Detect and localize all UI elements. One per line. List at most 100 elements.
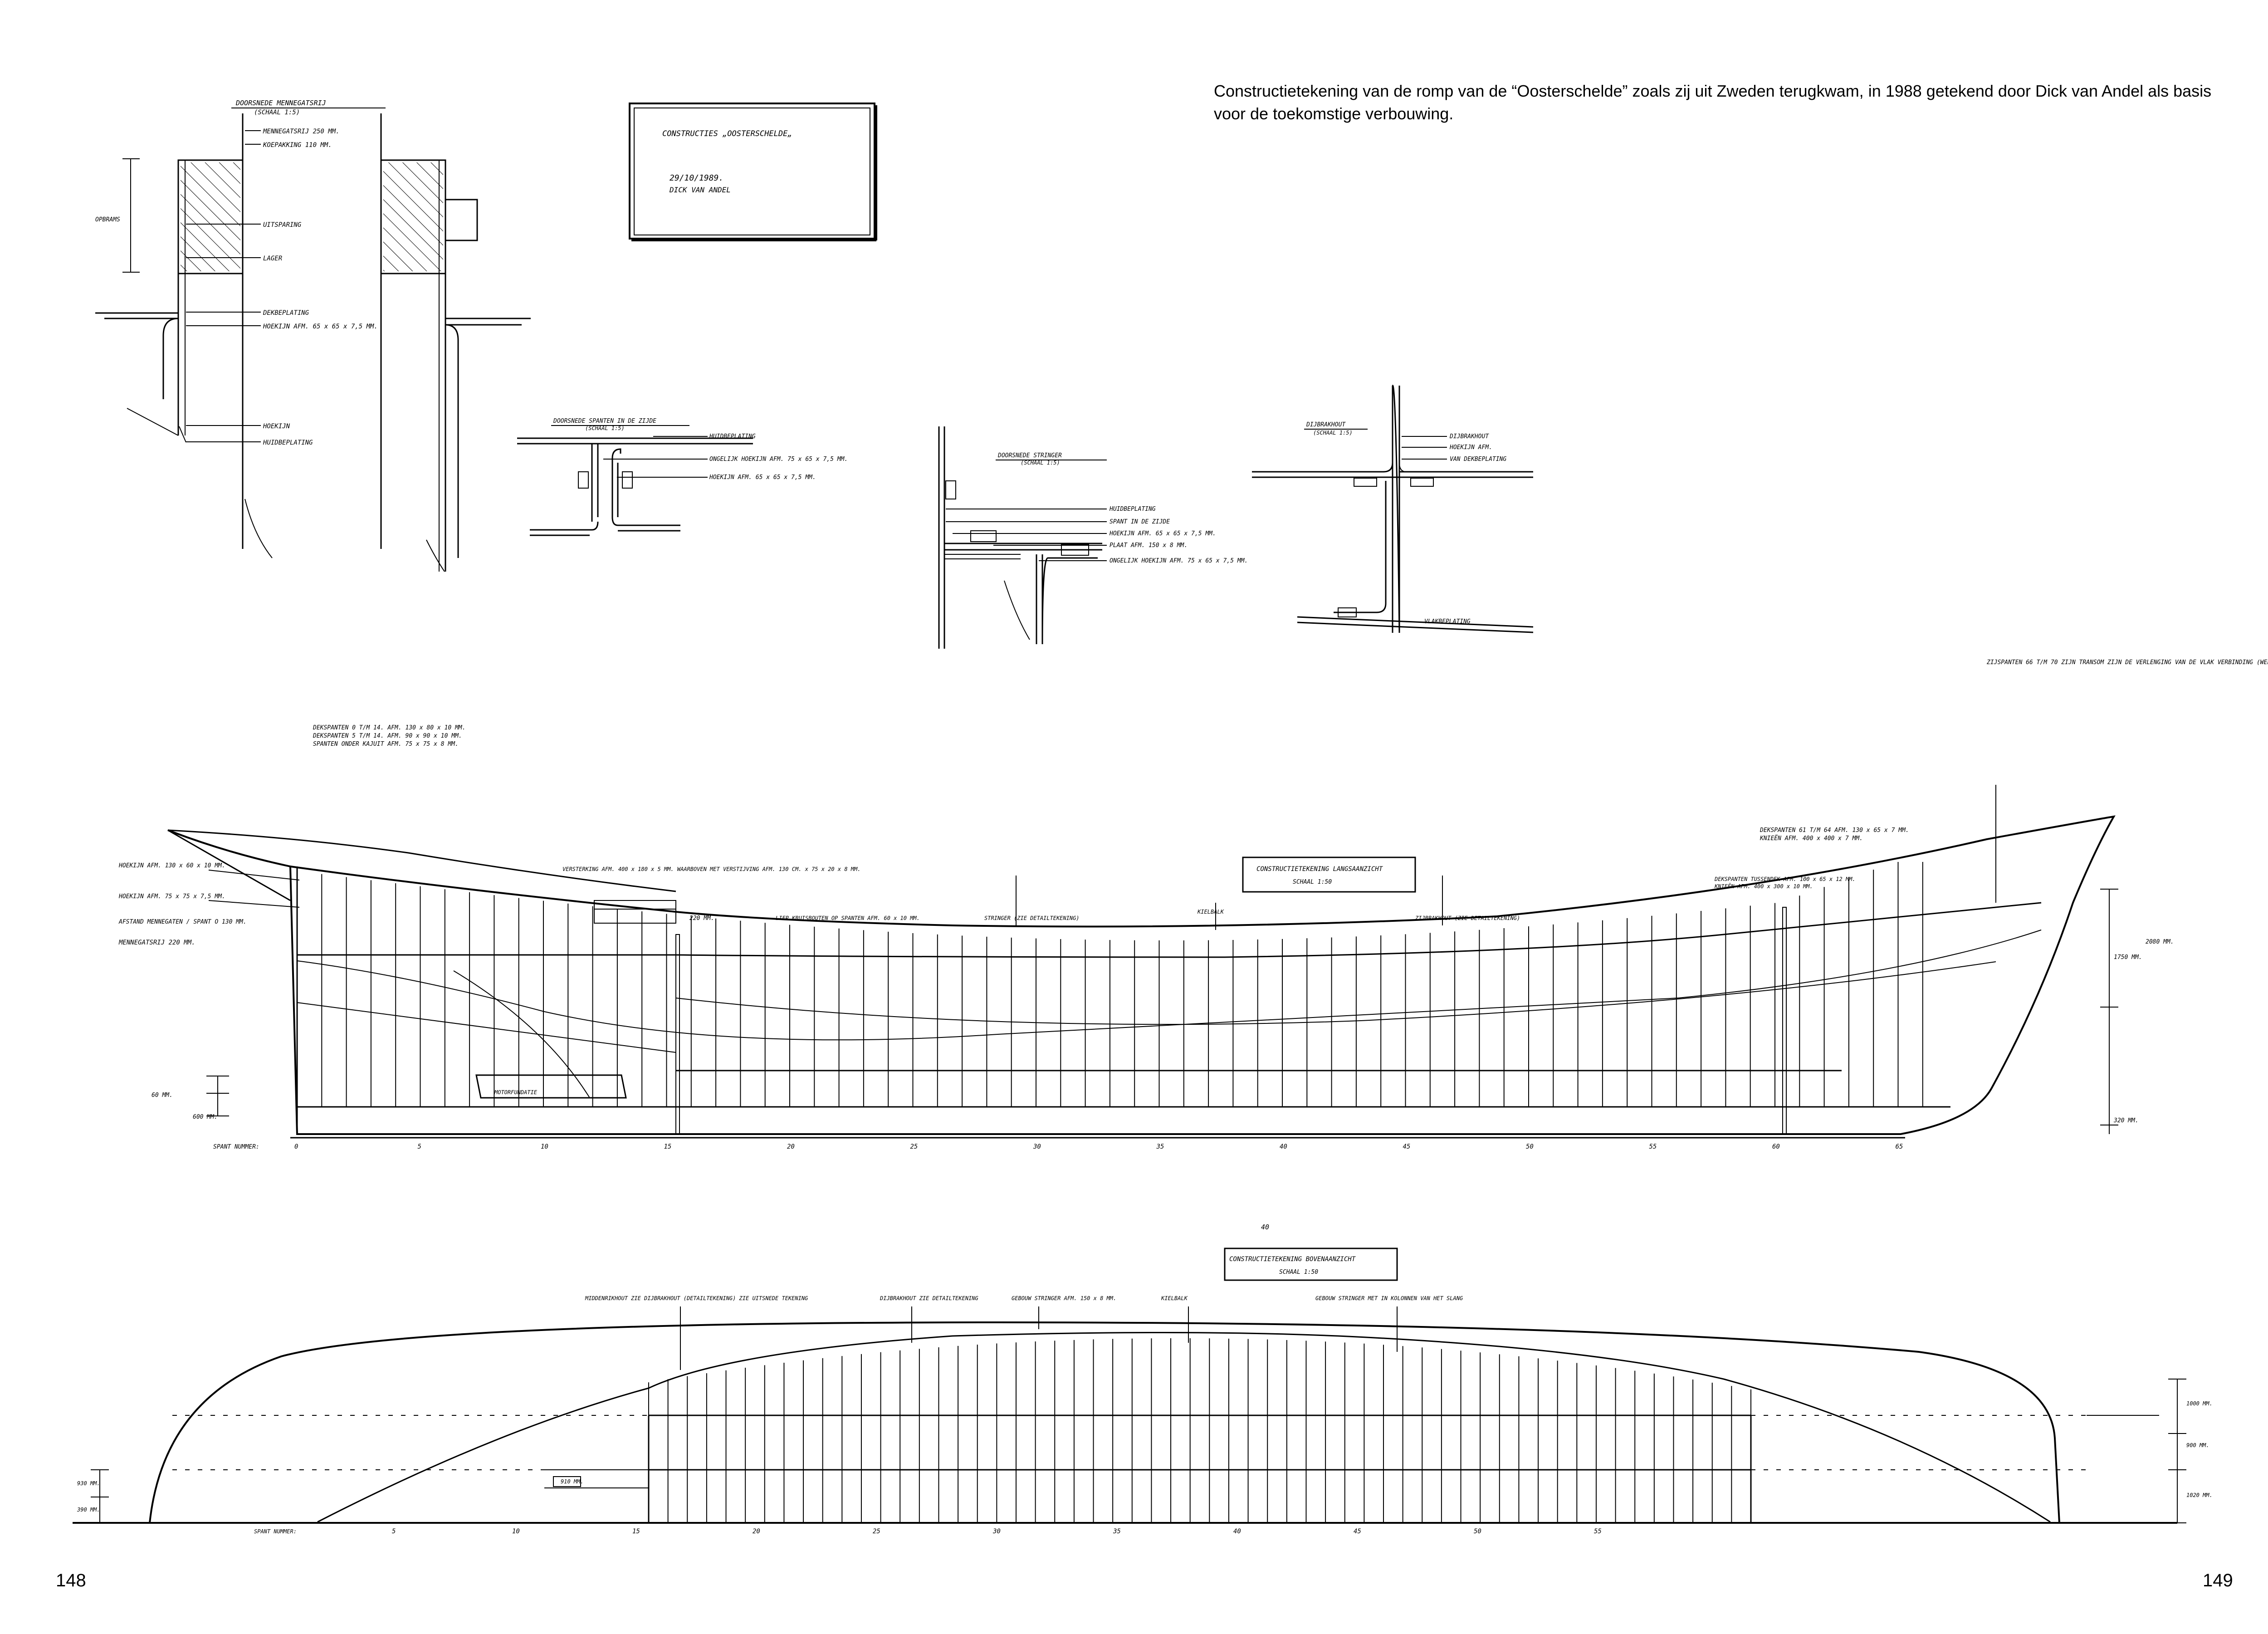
side-frame-number: 60 [1772, 1143, 1780, 1150]
top-frames [648, 1338, 1751, 1523]
top-frame-number: 15 [632, 1528, 640, 1535]
top-dim-right-2: 900 MM. [2186, 1442, 2209, 1448]
detail3-label-ongelijk: ONGELIJK HOEKIJN AFM. 75 x 65 x 7,5 MM. [1110, 558, 1248, 564]
side-label-kielbalk: KIELBALK [1197, 909, 1224, 915]
detail3-title: DOORSNEDE STRINGER [997, 452, 1062, 459]
side-frame-number: 20 [787, 1143, 795, 1150]
detail4-label-dijbrakhout: DIJBRAKHOUT [1449, 433, 1489, 440]
detail1-label-huidbeplating: HUIDBEPLATING [263, 439, 313, 446]
top-frame-number: 45 [1354, 1528, 1361, 1535]
detail1-label-hoekijn-afm: HOEKIJN AFM. 65 x 65 x 7,5 MM. [263, 323, 378, 330]
side-frame-number: 65 [1896, 1143, 1903, 1150]
side-frame-number: 35 [1156, 1143, 1164, 1150]
top-view-mark: 40 [1261, 1223, 1269, 1231]
detail4-label-dekbeplating: VAN DEKBEPLATING [1450, 456, 1506, 463]
title-block-date: 29/10/1989. [670, 173, 723, 183]
side-frame-label: SPANT NUMMER: [213, 1144, 259, 1150]
side-frame-number: 25 [910, 1143, 918, 1150]
page-number-right: 149 [2203, 1570, 2233, 1590]
top-frame-number: 55 [1594, 1528, 1602, 1535]
side-frame-number: 45 [1403, 1143, 1411, 1150]
detail4-label-vlakbeplating: VLAKBEPLATING [1424, 618, 1471, 625]
side-frames [297, 862, 1923, 1107]
side-label-zijbrakhout: ZIJBRAKHOUT (ZIE DETAILTEKENING) [1415, 915, 1520, 921]
detail1-scale: (SCHAAL 1:5) [254, 109, 300, 116]
detail1-label-hoekijn: HOEKIJN [263, 423, 290, 430]
side-frame-number: 15 [664, 1143, 672, 1150]
top-label-1: MIDDENRIKHOUT ZIE DIJBRAKHOUT (DETAILTEK… [585, 1295, 808, 1301]
side-dim-right-2: 320 MM. [2113, 1117, 2139, 1124]
side-frame-number: 0 [294, 1143, 298, 1150]
side-left-note-1: HOEKIJN AFM. 130 x 60 x 10 MM. [118, 862, 225, 869]
detail1-label-mennegatsrij: MENNEGATSRIJ 250 MM. [263, 128, 340, 135]
side-left-note-2: HOEKIJN AFM. 75 x 75 x 7,5 MM. [118, 893, 225, 900]
top-frame-number: 35 [1113, 1528, 1121, 1535]
top-view: 40 CONSTRUCTIETEKENING BOVENAANZICHT SCH… [73, 1223, 2213, 1535]
top-view-scale: SCHAAL 1:50 [1279, 1269, 1318, 1276]
side-dim-left-2: 600 MM. [193, 1114, 218, 1120]
side-frame-number: 40 [1280, 1143, 1287, 1150]
top-frame-number: 5 [392, 1528, 396, 1535]
top-frame-number: 50 [1474, 1528, 1481, 1535]
side-label-liep: LIEP KRUISBOUTEN OP SPANTEN AFM. 60 x 10… [776, 915, 920, 921]
top-dim-left-2: 390 MM. [77, 1507, 100, 1513]
side-note-1: DEKSPANTEN 0 T/M 14. AFM. 130 x 80 x 10 … [313, 724, 466, 731]
detail1-label-koepakking: KOEPAKKING 110 MM. [263, 142, 332, 149]
detail4-title: DIJBRAKHOUT [1306, 421, 1346, 428]
side-view: DEKSPANTEN 0 T/M 14. AFM. 130 x 80 x 10 … [118, 659, 2268, 1150]
top-label-2: DIJBRAKHOUT ZIE DETAILTEKENING [880, 1295, 978, 1301]
side-frame-number: 5 [418, 1143, 421, 1150]
side-label-motor: MOTORFUNDATIE [494, 1089, 538, 1096]
side-dim-right-1: 1750 MM. [2114, 954, 2142, 961]
detail4-label-hoekijn: HOEKIJN AFM. [1449, 444, 1492, 451]
detail-mennegatsrij: DOORSNEDE MENNEGATSRIJ (SCHAAL 1:5) OPBR… [95, 99, 531, 572]
detail-dijbrakhout: DIJBRAKHOUT (SCHAAL 1:5) DIJBRAKHOUT HOE… [1252, 385, 1534, 633]
side-frame-number: 30 [1033, 1143, 1041, 1150]
detail1-label-lager: LAGER [263, 255, 282, 262]
detail2-scale: (SCHAAL 1:5) [585, 425, 625, 431]
top-label-3: GEBOUW STRINGER AFM. 150 x 8 MM. [1012, 1295, 1116, 1301]
detail2-label-huidbeplating: HUIDBEPLATING [709, 433, 756, 440]
top-label-4: KIELBALK [1161, 1295, 1188, 1301]
detail1-title: DOORSNEDE MENNEGATSRIJ [235, 99, 326, 107]
detail3-label-hoekijn: HOEKIJN AFM. 65 x 65 x 7,5 MM. [1109, 530, 1216, 537]
detail3-scale: (SCHAAL 1:5) [1021, 460, 1060, 466]
top-frame-number: 30 [992, 1528, 1001, 1535]
title-block: CONSTRUCTIES „OOSTERSCHELDE„ 29/10/1989.… [629, 103, 877, 241]
detail-spanten-zijde: DOORSNEDE SPANTEN IN DE ZIJDE (SCHAAL 1:… [517, 418, 848, 536]
detail2-label-ongelijk: ONGELIJK HOEKIJN AFM. 75 x 65 x 7,5 MM. [709, 456, 848, 463]
side-left-note-4: MENNEGATSRIJ 220 MM. [118, 939, 196, 946]
top-frame-number: 25 [873, 1528, 880, 1535]
page-number-left: 148 [56, 1570, 86, 1590]
detail1-label-opbrams: OPBRAMS [95, 216, 120, 223]
top-dim-right-1: 1000 MM. [2186, 1400, 2213, 1407]
title-block-author: DICK VAN ANDEL [669, 186, 731, 194]
top-frame-number: 20 [753, 1528, 760, 1535]
side-right-note-4: KNIEËN AFM. 400 x 300 x 10 MM. [1714, 883, 1813, 890]
detail1-label-uitsparing: UITSPARING [263, 221, 302, 229]
side-frame-number: 50 [1526, 1143, 1534, 1150]
side-right-note-1: DEKSPANTEN 61 T/M 64 AFM. 130 x 65 x 7 M… [1760, 827, 1909, 834]
top-frame-label: SPANT NUMMER: [254, 1528, 297, 1535]
side-note-top-right: ZIJSPANTEN 66 T/M 70 ZIJN TRANSOM ZIJN D… [1986, 659, 2268, 666]
detail3-label-plaat: PLAAT AFM. 150 x 8 MM. [1110, 542, 1188, 549]
side-dim-right-3: 2080 MM. [2146, 939, 2174, 945]
top-dim-910: 910 MM. [561, 1478, 584, 1485]
detail4-scale: (SCHAAL 1:5) [1313, 430, 1353, 436]
detail2-title: DOORSNEDE SPANTEN IN DE ZIJDE [553, 418, 656, 425]
side-label-versterking: VERSTERKING AFM. 400 x 180 x 5 MM. WAARB… [562, 866, 860, 872]
title-block-name: CONSTRUCTIES „OOSTERSCHELDE„ [662, 129, 792, 138]
side-right-note-3: DEKSPANTEN TUSSENDEK AFM. 100 x 65 x 12 … [1714, 876, 1856, 882]
side-note-2: DEKSPANTEN 5 T/M 14. AFM. 90 x 90 x 10 M… [313, 733, 462, 739]
detail-stringer: DOORSNEDE STRINGER (SCHAAL 1:5) HUIDBEPL… [938, 426, 1248, 649]
side-frame-number: 55 [1649, 1143, 1657, 1150]
top-view-title: CONSTRUCTIETEKENING BOVENAANZICHT [1229, 1256, 1356, 1263]
detail3-label-spant: SPANT IN DE ZIJDE [1110, 519, 1170, 525]
detail3-label-huidbeplating: HUIDBEPLATING [1109, 506, 1156, 513]
side-view-title: CONSTRUCTIETEKENING LANGSAANZICHT [1256, 866, 1383, 873]
side-view-scale: SCHAAL 1:50 [1293, 879, 1332, 885]
side-label-stringer: STRINGER (ZIE DETAILTEKENING) [984, 915, 1080, 921]
side-dim-left-1: 60 MM. [152, 1092, 173, 1099]
